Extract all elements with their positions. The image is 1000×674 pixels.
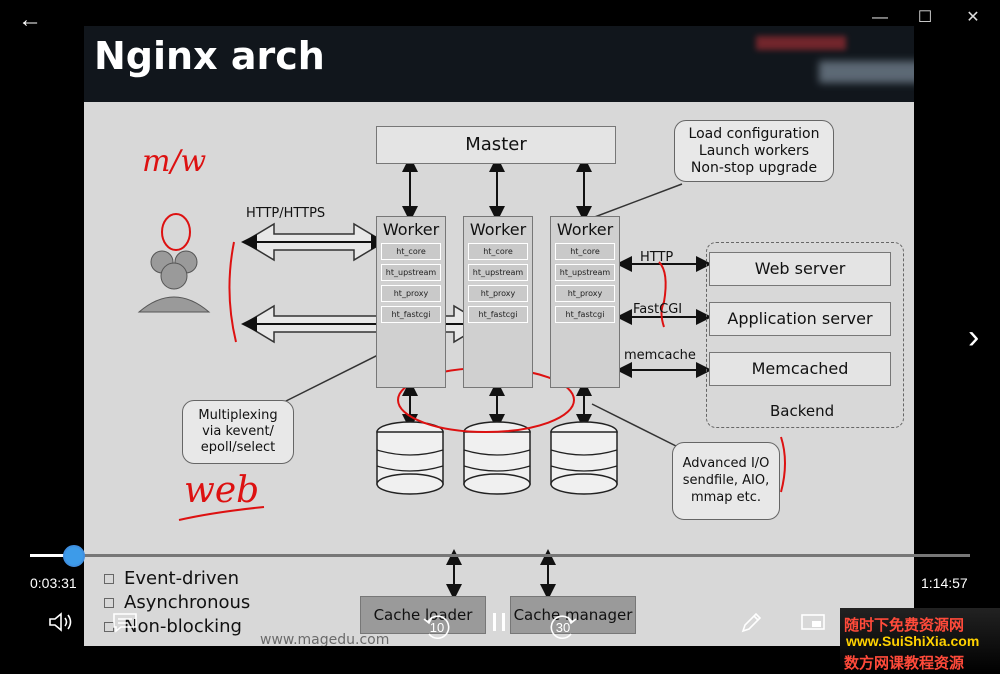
minimize-button[interactable]: — (872, 9, 888, 26)
master-box: Master (376, 126, 616, 164)
watermark-text: www.SuiShiXia.com (846, 633, 980, 649)
protocol-label: HTTP/HTTPS (246, 206, 326, 221)
module-label: ht_fastcgi (468, 306, 528, 323)
skip-back-seconds: 10 (429, 620, 445, 635)
volume-icon[interactable] (44, 610, 78, 644)
module-label: ht_core (555, 243, 615, 260)
watermark-text: 随时下免费资源网 (844, 617, 965, 634)
seek-bar-thumb[interactable] (63, 545, 85, 567)
back-arrow-icon[interactable]: ← (18, 6, 42, 33)
watermark-logo: 随时下免费资源网 www.SuiShiXia.com 数方网课教程资源 (840, 608, 1000, 674)
module-label: ht_upstream (381, 264, 441, 281)
callout-master: Load configuration Launch workers Non-st… (674, 120, 834, 182)
module-label: ht_core (468, 243, 528, 260)
pause-icon[interactable] (482, 610, 516, 644)
link-label-memcache: memcache (624, 348, 696, 363)
seek-bar-track[interactable] (30, 554, 970, 557)
handwritten-mw: m/w (142, 144, 207, 179)
callout-advanced-io: Advanced I/O sendfile, AIO, mmap etc. (672, 442, 780, 520)
architecture-diagram: Master Worker ht_core ht_upstream ht_pro… (84, 102, 914, 646)
worker-box: Worker ht_core ht_upstream ht_proxy ht_f… (463, 216, 533, 388)
video-frame: Nginx arch (84, 26, 914, 646)
cache-loader-box: Cache loader (360, 596, 486, 634)
worker-title: Worker (469, 220, 527, 239)
bullet-text: Non-blocking (124, 616, 242, 637)
callout-line: Load configuration (688, 126, 820, 142)
module-label: ht_proxy (468, 285, 528, 302)
module-label: ht_proxy (381, 285, 441, 302)
backend-label: Backend (770, 402, 835, 420)
callout-line: mmap etc. (690, 490, 762, 505)
web-server-box: Web server (709, 252, 891, 286)
maximize-button[interactable]: ☐ (917, 9, 933, 26)
worker-title: Worker (382, 220, 440, 239)
watermark-text: 数方网课教程资源 (844, 655, 965, 672)
callout-line: via kevent/ (202, 424, 274, 439)
callout-line: sendfile, AIO, (682, 473, 770, 488)
callout-line: epoll/select (200, 440, 276, 455)
module-label: ht_fastcgi (555, 306, 615, 323)
module-label: ht_fastcgi (381, 306, 441, 323)
callout-line: Multiplexing (198, 408, 278, 423)
module-label: ht_core (381, 243, 441, 260)
callout-multiplexing: Multiplexing via kevent/ epoll/select (182, 400, 294, 464)
slide-title: Nginx arch (94, 34, 325, 78)
elapsed-time: 0:03:31 (30, 575, 77, 591)
total-duration: 1:14:57 (921, 575, 968, 591)
bullet-square-icon (104, 574, 114, 584)
link-label-http: HTTP (640, 250, 674, 265)
cache-manager-box: Cache manager (510, 596, 636, 634)
blurred-logo (756, 36, 846, 50)
memcached-box: Memcached (709, 352, 891, 386)
seek-bar-progress (30, 554, 74, 557)
bullet-item: Event-driven (104, 568, 239, 589)
bullet-text: Event-driven (124, 568, 240, 589)
worker-box: Worker ht_core ht_upstream ht_proxy ht_f… (376, 216, 446, 388)
skip-back-icon[interactable]: 10 (420, 610, 454, 644)
module-label: ht_upstream (468, 264, 528, 281)
bullet-square-icon (104, 598, 114, 608)
next-video-chevron-icon[interactable]: › (968, 318, 980, 356)
subtitles-icon[interactable] (108, 610, 142, 644)
mini-view-icon[interactable] (796, 610, 830, 644)
callout-line: Launch workers (698, 143, 810, 159)
worker-box: Worker ht_core ht_upstream ht_proxy ht_f… (550, 216, 620, 388)
callout-line: Advanced I/O (682, 456, 770, 471)
close-button[interactable]: ✕ (966, 9, 980, 26)
slide-footer-url: www.magedu.com (260, 632, 390, 646)
module-label: ht_upstream (555, 264, 615, 281)
module-label: ht_proxy (555, 285, 615, 302)
callout-line: Non-stop upgrade (690, 160, 818, 176)
skip-forward-icon[interactable]: 30 (546, 610, 580, 644)
pen-icon[interactable] (734, 610, 768, 644)
application-server-box: Application server (709, 302, 891, 336)
handwritten-web: web (184, 470, 260, 511)
bullet-item: Asynchronous (104, 592, 250, 613)
diagram-arrows (137, 156, 786, 600)
skip-forward-seconds: 30 (555, 620, 571, 635)
blurred-logo-text (819, 61, 914, 83)
link-label-fastcgi: FastCGI (633, 302, 683, 317)
backend-group (706, 242, 904, 428)
bullet-text: Asynchronous (124, 592, 251, 613)
worker-title: Worker (556, 220, 614, 239)
